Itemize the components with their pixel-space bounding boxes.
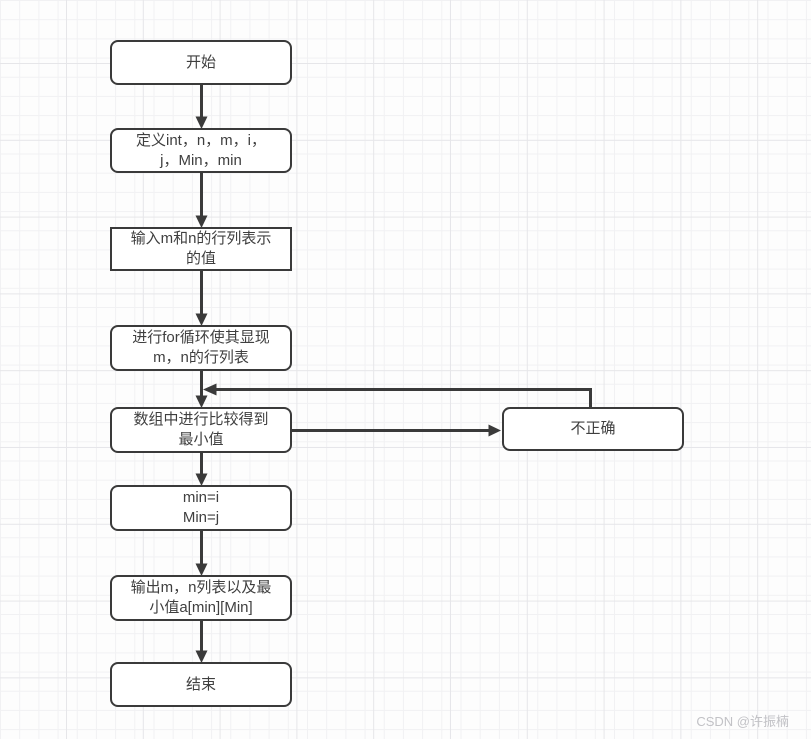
node-incorrect: 不正确	[502, 407, 684, 451]
node-assign-min: min=i Min=j	[110, 485, 292, 531]
node-compare-min-label: 数组中进行比较得到 最小值	[133, 411, 269, 448]
node-start: 开始	[110, 40, 292, 85]
node-for-loop: 进行for循环使其显现 m，n的行列表	[110, 325, 292, 371]
node-define-vars: 定义int，n，m，i， j，Min，min	[110, 128, 292, 173]
node-compare-min: 数组中进行比较得到 最小值	[110, 407, 292, 453]
node-for-loop-label: 进行for循环使其显现 m，n的行列表	[132, 329, 270, 366]
node-start-label: 开始	[185, 53, 216, 71]
node-assign-min-label: min=i Min=j	[182, 489, 220, 526]
node-output-result-label: 输出m，n列表以及最 小值a[min][Min]	[130, 579, 272, 616]
csdn-watermark: CSDN @许振楠	[696, 714, 789, 729]
node-incorrect-label: 不正确	[570, 420, 616, 437]
node-define-vars-label: 定义int，n，m，i， j，Min，min	[135, 131, 266, 169]
node-end-label: 结束	[185, 675, 216, 693]
node-input-values-label: 输入m和n的行列表示 的值	[130, 230, 272, 267]
node-input-values: 输入m和n的行列表示 的值	[110, 227, 292, 271]
node-output-result: 输出m，n列表以及最 小值a[min][Min]	[110, 575, 292, 621]
node-end: 结束	[110, 662, 292, 707]
